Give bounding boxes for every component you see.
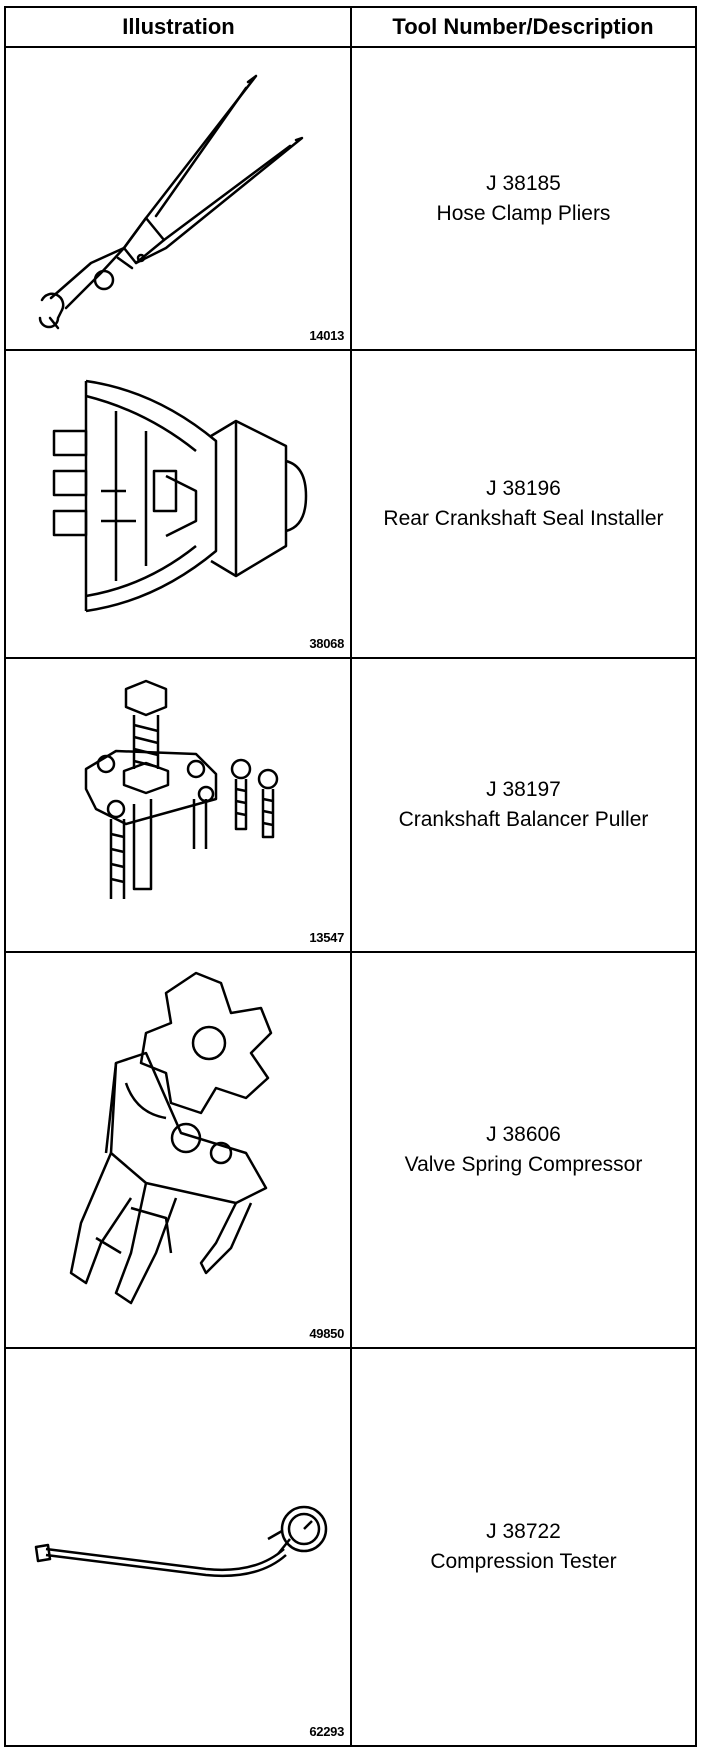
tool-number: J 38722 bbox=[486, 1520, 561, 1543]
tool-description-cell: J 38722 Compression Tester bbox=[352, 1349, 695, 1745]
header-tool-description: Tool Number/Description bbox=[392, 14, 654, 39]
balancer-puller-icon bbox=[84, 679, 279, 899]
figure-number: 49850 bbox=[309, 1326, 344, 1341]
tools-table: Illustration Tool Number/Description bbox=[4, 6, 697, 1747]
tool-number: J 38196 bbox=[486, 477, 561, 500]
tool-number: J 38185 bbox=[486, 171, 561, 195]
illustration-cell: 14013 bbox=[6, 48, 350, 349]
figure-number: 13547 bbox=[309, 930, 344, 945]
tool-name: Valve Spring Compressor bbox=[404, 1153, 643, 1176]
tool-name: Crankshaft Balancer Puller bbox=[398, 808, 649, 831]
figure-number: 62293 bbox=[309, 1724, 344, 1739]
illustration-cell: 62293 bbox=[6, 1349, 350, 1745]
illustration-cell: 49850 bbox=[6, 953, 350, 1347]
illustration-cell: 13547 bbox=[6, 659, 350, 951]
tool-name: Hose Clamp Pliers bbox=[436, 201, 611, 225]
table-row: 38068 J 38196 Rear Crankshaft Seal Insta… bbox=[6, 351, 695, 659]
tool-name: Rear Crankshaft Seal Installer bbox=[383, 507, 664, 530]
column-divider bbox=[350, 8, 352, 1745]
figure-number: 14013 bbox=[309, 328, 344, 343]
tool-description-cell: J 38606 Valve Spring Compressor bbox=[352, 953, 695, 1347]
compression-tester-icon bbox=[34, 1505, 328, 1578]
figure-number: 38068 bbox=[309, 636, 344, 651]
tool-name: Compression Tester bbox=[430, 1550, 617, 1573]
crankshaft-seal-installer-icon bbox=[52, 379, 308, 613]
tool-description-cell: J 38196 Rear Crankshaft Seal Installer bbox=[352, 351, 695, 657]
tool-description-cell: J 38197 Crankshaft Balancer Puller bbox=[352, 659, 695, 951]
table-row: 62293 J 38722 Compression Tester bbox=[6, 1349, 695, 1745]
tool-number: J 38606 bbox=[486, 1123, 561, 1146]
tool-description-cell: J 38185 Hose Clamp Pliers bbox=[352, 48, 695, 349]
header-illustration: Illustration bbox=[122, 14, 235, 39]
illustration-cell: 38068 bbox=[6, 351, 350, 657]
tool-number: J 38197 bbox=[486, 778, 561, 801]
hose-clamp-pliers-icon bbox=[38, 74, 304, 330]
valve-spring-compressor-icon bbox=[69, 971, 273, 1305]
